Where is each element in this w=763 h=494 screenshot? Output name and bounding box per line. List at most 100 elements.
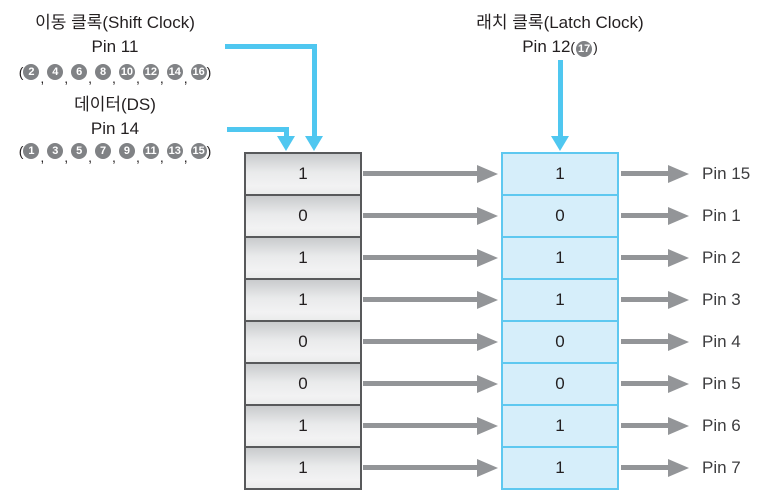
paren-close: ) [206,64,212,80]
separator: , [40,149,45,165]
latch-to-pin-arrow-line [621,171,668,176]
data-arrow-vline [284,127,289,137]
circled-number-badge: 11 [142,143,159,159]
shift-to-latch-arrowhead-icon [477,249,498,267]
circled-number-badge: 16 [190,64,207,80]
paren-open: ( [18,143,24,159]
circled-number-badge: 12 [142,64,159,80]
shift-clock-arrow-vline [312,44,317,137]
separator: , [88,70,93,86]
latch-to-pin-arrow-line [621,423,668,428]
shift-to-latch-arrow-line [363,171,478,176]
latch-clock-pin: Pin 12(17) [415,36,705,58]
output-pin-label: Pin 2 [702,248,741,267]
shift-to-latch-arrow-line [363,255,478,260]
latch-to-pin-arrowhead-icon [668,207,689,225]
circled-number-badge: 5 [71,143,88,159]
circled-number-badge: 1 [23,143,40,159]
output-pin-label: Pin 4 [702,332,741,351]
shift-to-latch-arrow-line [363,465,478,470]
shift-to-latch-arrowhead-icon [477,207,498,225]
shift-clock-pin-numbers: (2,4,6,8,10,12,14,16) [0,61,230,86]
paren-open: ( [570,39,576,55]
data-arrowhead-icon [277,136,295,151]
latch-to-pin-arrow-line [621,381,668,386]
separator: , [135,70,140,86]
separator: , [88,149,93,165]
separator: , [64,149,69,165]
shift-to-latch-arrow-line [363,381,478,386]
shift-to-latch-arrowhead-icon [477,375,498,393]
shift-to-latch-arrow-line [363,339,478,344]
latch-to-pin-arrowhead-icon [668,375,689,393]
data-signal-title: 데이터(DS) [74,95,156,114]
circled-number-badge: 10 [118,64,135,80]
shift-to-latch-arrowhead-icon [477,333,498,351]
separator: , [40,70,45,86]
latch-to-pin-arrowhead-icon [668,459,689,477]
latch-register-cell: 1 [501,278,619,322]
data-signal-pin-numbers: (1,3,5,7,9,11,13,15) [0,140,230,165]
circled-number-badge: 3 [47,143,64,159]
separator: , [135,149,140,165]
circled-number-badge: 6 [71,64,88,80]
shift-register-cell: 0 [244,320,362,364]
data-arrow-hline [227,127,289,132]
latch-to-pin-arrow-line [621,255,668,260]
circled-number-badge: 4 [47,64,64,80]
shift-clock-pin: Pin 11 [91,37,139,56]
latch-to-pin-arrow-line [621,465,668,470]
output-pin-label: Pin 15 [702,164,751,183]
latch-register-cell: 0 [501,362,619,406]
latch-register-cell: 0 [501,194,619,238]
latch-register-cell: 1 [501,152,619,196]
shift-to-latch-arrow-line [363,297,478,302]
separator: , [112,149,116,165]
shift-register-cell: 1 [244,404,362,448]
shift-to-latch-arrow-line [363,423,478,428]
circled-number-badge: 15 [190,143,207,159]
shift-clock-arrowhead-icon [305,136,323,151]
paren-close: ) [206,143,212,159]
shift-register-cell: 0 [244,362,362,406]
latch-to-pin-arrow-line [621,339,668,344]
shift-to-latch-arrowhead-icon [477,165,498,183]
shift-to-latch-arrowhead-icon [477,291,498,309]
output-pin-label: Pin 5 [702,374,741,393]
latch-clock-pin-text: Pin 12 [522,37,571,56]
separator: , [112,70,116,86]
shift-clock-arrow-hline [225,44,317,49]
shift-to-latch-arrow-line [363,213,478,218]
output-pin-label: Pin 6 [702,416,741,435]
circled-number-badge: 13 [166,143,183,159]
output-pin-label: Pin 1 [702,206,741,225]
latch-clock-arrowhead-icon [551,136,569,151]
latch-clock-title: 래치 클록(Latch Clock) [476,13,644,32]
shift-clock-title: 이동 클록(Shift Clock) [35,13,195,32]
latch-register-cell: 0 [501,320,619,364]
separator: , [183,70,188,86]
circled-number-badge: 7 [95,143,112,159]
circled-number-badge: 17 [576,41,593,57]
shift-register-cell: 1 [244,152,362,196]
latch-to-pin-arrowhead-icon [668,165,689,183]
latch-register-cell: 1 [501,236,619,280]
shift-to-latch-arrowhead-icon [477,459,498,477]
latch-to-pin-arrow-line [621,297,668,302]
shift-register-cell: 1 [244,236,362,280]
shift-register-cell: 1 [244,446,362,490]
circled-number-badge: 9 [118,143,135,159]
paren-close: ) [593,39,598,55]
latch-register-cell: 1 [501,446,619,490]
circled-number-badge: 8 [95,64,112,80]
output-pin-label: Pin 7 [702,458,741,477]
latch-to-pin-arrowhead-icon [668,291,689,309]
latch-to-pin-arrowhead-icon [668,333,689,351]
latch-to-pin-arrowhead-icon [668,417,689,435]
separator: , [159,70,164,86]
data-signal-pin: Pin 14 [90,119,140,138]
separator: , [64,70,69,86]
separator: , [183,149,188,165]
circled-number-badge: 2 [23,64,40,80]
